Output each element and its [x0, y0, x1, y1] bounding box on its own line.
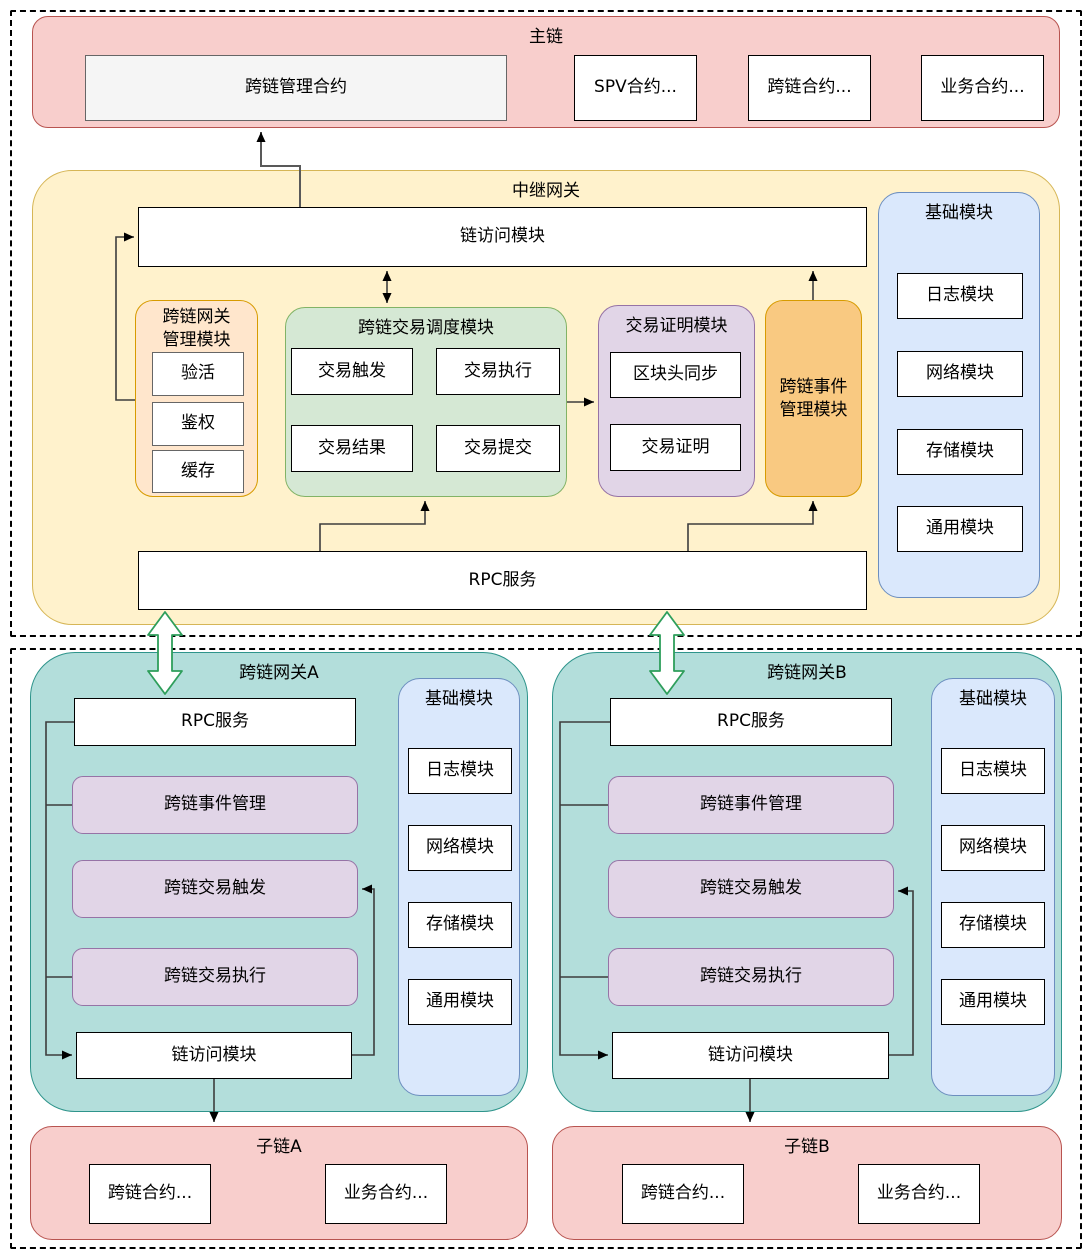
- subchain-a-title: 子链A: [256, 1137, 302, 1157]
- gateway-a-storage-module-box: 存储模块: [408, 902, 512, 948]
- crosschain-event-module-container: 跨链事件管理模块: [765, 300, 862, 497]
- gateway-a-title: 跨链网关A: [239, 663, 319, 683]
- gateway-b-storage-module-box: 存储模块: [941, 902, 1045, 948]
- relay-rpc-box: RPC服务: [138, 551, 867, 610]
- tx-submit-box: 交易提交: [436, 425, 560, 472]
- subchain-b-business-contract-box: 业务合约...: [858, 1164, 980, 1224]
- gateway-b-rpc-box: RPC服务: [610, 698, 892, 746]
- tx-schedule-module-title: 跨链交易调度模块: [358, 318, 494, 338]
- block-header-sync-box: 区块头同步: [610, 352, 741, 398]
- gateway-b-title: 跨链网关B: [767, 663, 847, 683]
- gateway-b-log-module-box: 日志模块: [941, 748, 1045, 794]
- gateway-a-log-module-box: 日志模块: [408, 748, 512, 794]
- relay-common-module-box: 通用模块: [897, 506, 1023, 552]
- tx-trigger-box: 交易触发: [291, 348, 413, 395]
- gateway-a-common-module-box: 通用模块: [408, 979, 512, 1025]
- tx-result-box: 交易结果: [291, 425, 413, 472]
- gateway-a-exec-box: 跨链交易执行: [72, 948, 358, 1006]
- tx-proof-box: 交易证明: [610, 424, 741, 471]
- gateway-b-exec-box: 跨链交易执行: [608, 948, 894, 1006]
- top-boundary: [10, 10, 1082, 637]
- subchain-a-crosschain-contract-box: 跨链合约...: [89, 1164, 211, 1224]
- bottom-boundary: [10, 648, 1082, 1249]
- relay-base-module-title: 基础模块: [925, 203, 993, 223]
- gateway-b-base-module-container: 基础模块: [931, 678, 1055, 1096]
- gateway-b-network-module-box: 网络模块: [941, 825, 1045, 871]
- crosschain-contract-box: 跨链合约...: [748, 55, 871, 121]
- relay-gateway-title: 中继网关: [512, 181, 580, 201]
- cache-box: 缓存: [152, 450, 244, 493]
- gateway-a-event-box: 跨链事件管理: [72, 776, 358, 834]
- subchain-a-business-contract-box: 业务合约...: [325, 1164, 447, 1224]
- relay-storage-module-box: 存储模块: [897, 429, 1023, 475]
- liveness-check-box: 验活: [152, 352, 244, 396]
- tx-execute-box: 交易执行: [436, 348, 560, 395]
- gateway-a-base-module-title: 基础模块: [425, 689, 493, 709]
- main-chain-title: 主链: [529, 27, 563, 47]
- subchain-b-title: 子链B: [784, 1137, 830, 1157]
- tx-proof-module-title: 交易证明模块: [625, 316, 728, 336]
- gateway-b-common-module-box: 通用模块: [941, 979, 1045, 1025]
- gateway-b-chain-access-box: 链访问模块: [612, 1032, 889, 1079]
- crosschain-event-module-title: 跨链事件管理模块: [779, 376, 848, 420]
- gateway-a-network-module-box: 网络模块: [408, 825, 512, 871]
- gateway-b-base-module-title: 基础模块: [959, 689, 1027, 709]
- relay-log-module-box: 日志模块: [897, 273, 1023, 319]
- gateway-b-event-box: 跨链事件管理: [608, 776, 894, 834]
- gateway-a-trigger-box: 跨链交易触发: [72, 860, 358, 918]
- relay-chain-access-box: 链访问模块: [138, 207, 867, 267]
- subchain-b-crosschain-contract-box: 跨链合约...: [622, 1164, 744, 1224]
- authentication-box: 鉴权: [152, 402, 244, 446]
- management-contract-box: 跨链管理合约: [85, 55, 507, 121]
- gateway-mgmt-module-title: 跨链网关管理模块: [162, 307, 231, 350]
- gateway-a-chain-access-box: 链访问模块: [76, 1032, 352, 1079]
- relay-network-module-box: 网络模块: [897, 351, 1023, 397]
- gateway-a-base-module-container: 基础模块: [398, 678, 520, 1096]
- spv-contract-box: SPV合约...: [574, 55, 697, 121]
- gateway-a-rpc-box: RPC服务: [74, 698, 356, 746]
- business-contract-box: 业务合约...: [921, 55, 1044, 121]
- gateway-b-trigger-box: 跨链交易触发: [608, 860, 894, 918]
